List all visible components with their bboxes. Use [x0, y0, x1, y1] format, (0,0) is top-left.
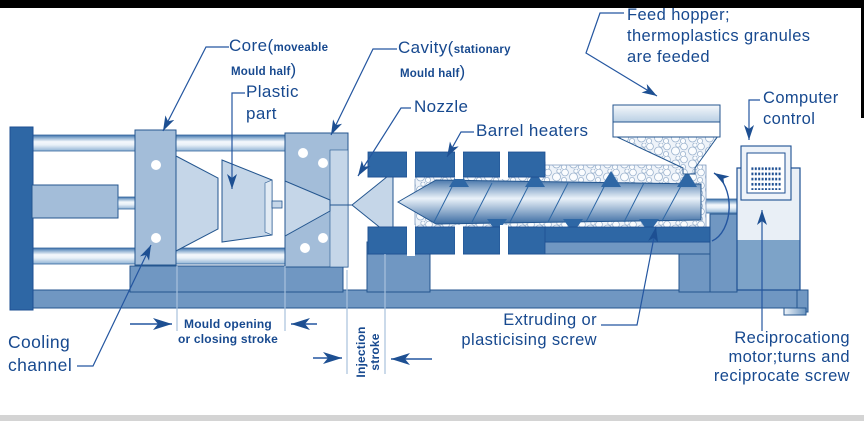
core-label-close: ) — [290, 59, 297, 79]
cooling-channel-hole — [298, 148, 308, 158]
plastic-part-shape — [221, 159, 283, 243]
cooling-channel-hole — [151, 233, 161, 243]
motor-shape — [736, 167, 801, 291]
screw-flight-tips — [449, 171, 697, 233]
feed-hopper-leader — [585, 12, 658, 97]
computer-control-shape — [740, 145, 792, 201]
control-screen-dots — [751, 167, 782, 190]
label-cooling-channel: Cooling channel — [8, 332, 73, 375]
cooling-channel-leader — [77, 244, 152, 367]
feed-hopper-shape — [612, 104, 721, 175]
label-plastic-part: Plastic part — [246, 82, 299, 123]
core-label-open: Core( — [229, 36, 274, 55]
cavity-label-close: ) — [459, 61, 466, 81]
screw — [397, 171, 702, 233]
cavity-label-stationary: stationary — [453, 44, 511, 56]
barrel-heaters-leader — [446, 131, 474, 158]
bottom-gray-bar — [0, 415, 864, 421]
moving-platen — [134, 129, 177, 266]
label-extruding-screw: Extruding or plasticising screw — [461, 311, 597, 349]
cooling-channel-hole — [300, 243, 310, 253]
top-black-bar — [0, 0, 864, 8]
core-leader — [162, 46, 229, 132]
rotation-arrow — [711, 172, 730, 242]
end-platen — [9, 126, 34, 311]
heater-gaps — [407, 150, 508, 256]
label-injection-stroke: Injection stroke — [354, 326, 382, 378]
computer-control-leader — [744, 99, 760, 140]
plastic-part-leader — [227, 92, 245, 189]
label-reciprocating-motor: Reciprocationg motor;turns and reciproca… — [713, 329, 850, 385]
label-computer-control: Computer control — [763, 89, 839, 128]
barrel — [367, 150, 711, 256]
motor-pedestal — [709, 213, 738, 293]
fixed-platen — [284, 132, 352, 268]
hopper-rim — [612, 104, 721, 123]
core-label-moveable: moveable — [273, 42, 329, 54]
extruding-screw-leader — [601, 226, 659, 326]
cavity-label-mould-half: Mould half — [400, 67, 460, 80]
cooling-channel-hole — [318, 233, 328, 243]
label-mould-stroke: Mould opening or closing stroke — [177, 317, 279, 346]
stroke-arrows — [130, 318, 432, 365]
nozzle-shape — [351, 170, 394, 240]
leader-lines — [77, 12, 767, 367]
cavity-recess — [284, 180, 331, 237]
piston-rod — [117, 196, 137, 210]
label-barrel-heaters: Barrel heaters — [476, 121, 589, 140]
hydraulic-ram — [31, 184, 137, 219]
label-feed-hopper: Feed hopper; thermoplastics granules are… — [627, 6, 811, 66]
reference-lines — [176, 254, 386, 374]
label-nozzle: Nozzle — [414, 97, 469, 116]
base-foot — [783, 307, 807, 316]
label-cavity: Cavity(stationary Mould half) — [398, 38, 511, 82]
nozzle-leader — [357, 107, 411, 177]
right-black-bar — [861, 0, 864, 118]
mould-pedestal — [129, 265, 344, 293]
cavity-label-open: Cavity( — [398, 38, 454, 57]
core-mould-half — [175, 155, 219, 252]
sprue-stub — [271, 200, 283, 209]
label-core: Core(moveable Mould half) — [229, 36, 328, 80]
cooling-channel-hole — [318, 158, 328, 168]
hopper-band — [612, 121, 721, 138]
cooling-channel-hole — [151, 160, 161, 170]
core-label-mould-half: Mould half — [231, 65, 291, 78]
screw-flights — [433, 182, 683, 223]
cavity-leader — [330, 48, 397, 136]
